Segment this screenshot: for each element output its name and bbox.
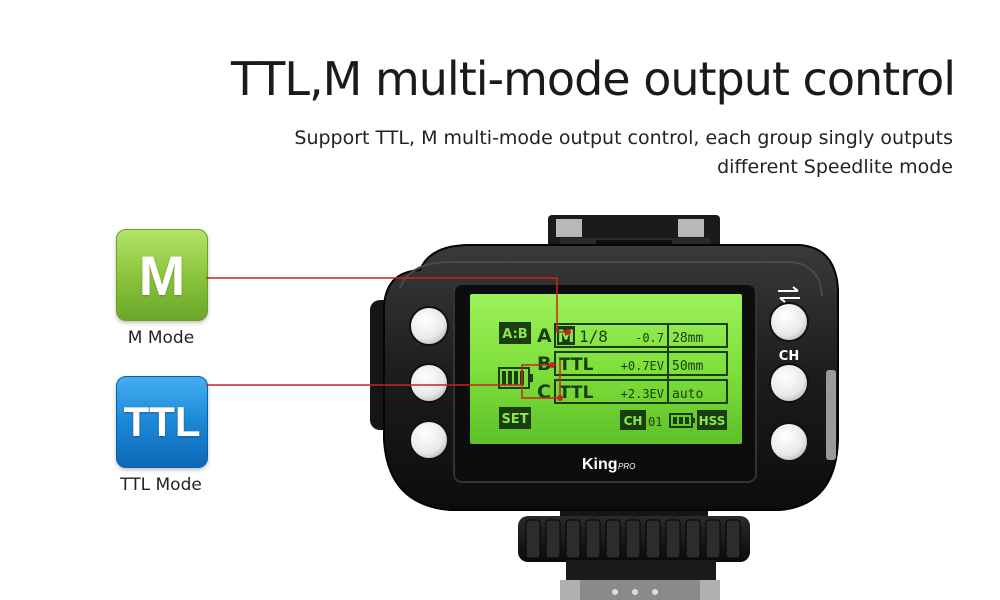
lcd-hss-badge xyxy=(697,410,727,430)
m-mode-caption: M Mode xyxy=(127,328,195,348)
right-button-1[interactable] xyxy=(769,302,809,342)
lcd-group-a: A xyxy=(537,325,552,347)
brand-logo-suffix: PRO xyxy=(618,462,635,471)
lcd-battery-small-icon xyxy=(669,413,695,428)
lcd-row-b-comp: +0.7EV xyxy=(621,359,664,373)
left-button-3[interactable] xyxy=(409,420,449,460)
lcd-row-b-mode: TTL xyxy=(559,355,594,375)
lcd-content: A:B SET A B C M 1/8 -0.7 28mm TTL +0.7EV… xyxy=(498,322,728,430)
lcd-ab-badge-text: A:B xyxy=(502,327,527,342)
lcd-channel-badge xyxy=(620,410,646,430)
left-button-2[interactable] xyxy=(409,363,449,403)
m-mode-badge: M xyxy=(116,229,208,321)
page-title: TTL,M multi-mode output control xyxy=(231,52,956,106)
left-button-1[interactable] xyxy=(409,306,449,346)
lcd-set-badge-text: SET xyxy=(501,412,528,427)
lcd-group-c: C xyxy=(537,381,551,403)
lcd-row-c-mode: TTL xyxy=(559,383,594,403)
ttl-mode-badge: TTL xyxy=(116,376,208,468)
right-button-2[interactable] xyxy=(769,363,809,403)
lcd-channel-value: 01 xyxy=(648,415,662,429)
lcd-ab-badge xyxy=(499,322,531,344)
connector-lines xyxy=(206,277,568,399)
lcd-row-a-comp: -0.7 xyxy=(635,331,664,345)
subtitle-line-1: Support TTL, M multi-mode output control… xyxy=(294,127,953,149)
lcd-row-a-power: 1/8 xyxy=(579,327,608,346)
lcd-row-c-zoom: auto xyxy=(672,387,703,402)
ttl-mode-caption: TTL Mode xyxy=(120,475,202,495)
lcd-set-badge xyxy=(499,407,531,429)
lcd-row-a-zoom: 28mm xyxy=(672,331,703,346)
lcd-screen xyxy=(470,294,742,444)
lcd-group-b: B xyxy=(537,353,551,375)
lcd-hss-text: HSS xyxy=(699,414,726,428)
swap-arrows-icon xyxy=(778,286,800,303)
ch-label: CH xyxy=(779,349,799,364)
right-button-3[interactable] xyxy=(769,422,809,462)
subtitle-line-2: different Speedlite mode xyxy=(717,156,953,178)
bottom-hot-shoe xyxy=(518,500,750,600)
lcd-row-b-zoom: 50mm xyxy=(672,359,703,374)
lcd-row-c-comp: +2.3EV xyxy=(621,387,664,401)
brand-logo: King xyxy=(582,456,618,473)
page-subtitle: Support TTL, M multi-mode output control… xyxy=(173,124,953,182)
lcd-channel-label: CH xyxy=(624,414,643,428)
